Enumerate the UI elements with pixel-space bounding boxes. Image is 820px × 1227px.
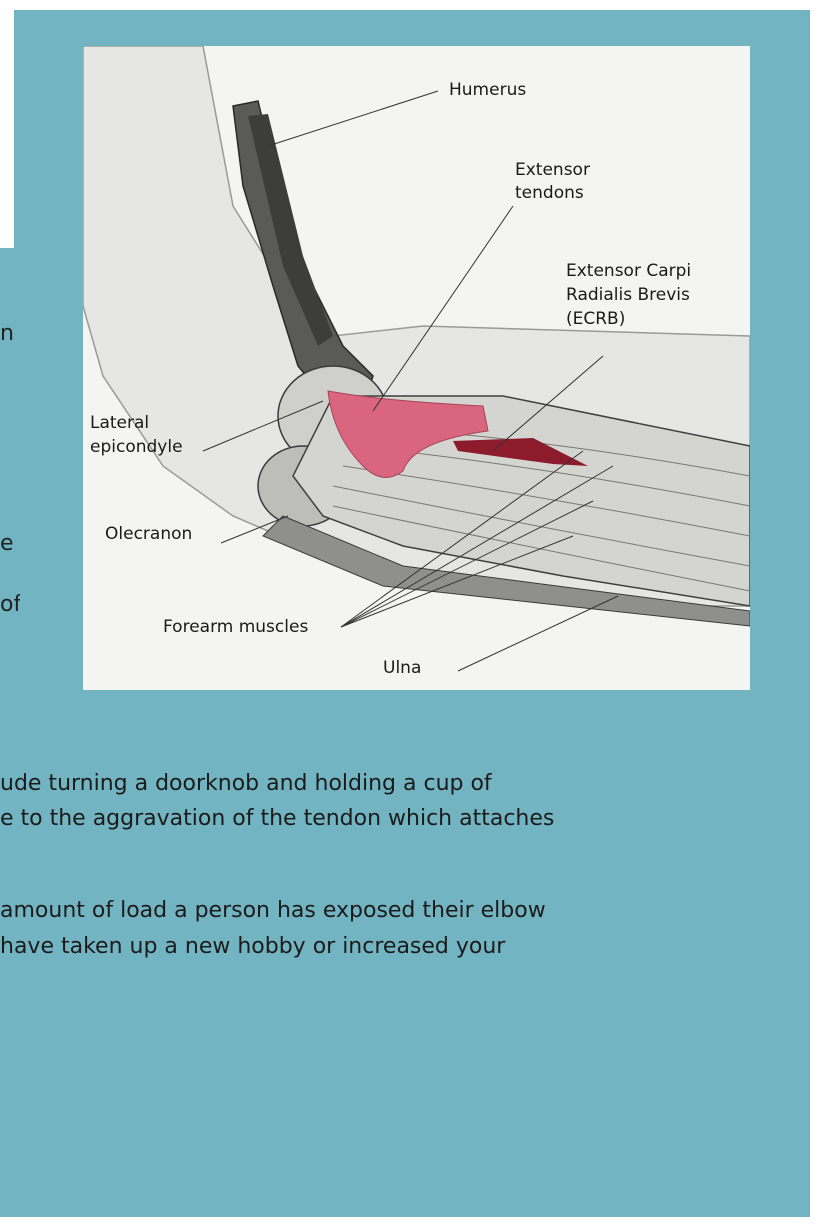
paragraph-line: ude turning a doorknob and holding a cup… bbox=[0, 766, 492, 801]
label-ecrb: Extensor Carpi bbox=[566, 260, 691, 282]
paragraph-line: have taken up a new hobby or increased y… bbox=[0, 929, 505, 964]
label-olecranon: Olecranon bbox=[105, 523, 192, 545]
teal-panel: n e of bbox=[0, 10, 810, 1217]
label-lateral-epicondyle: epicondyle bbox=[90, 436, 183, 458]
label-lateral-epicondyle: Lateral bbox=[90, 412, 149, 434]
elbow-drawing bbox=[83, 46, 750, 690]
paragraph-line: amount of load a person has exposed thei… bbox=[0, 893, 546, 928]
label-extensor-tendons: Extensor bbox=[515, 159, 590, 181]
label-extensor-tendons: tendons bbox=[515, 182, 584, 204]
clipped-text-fragment: e bbox=[0, 532, 20, 556]
clipped-text-fragment: of bbox=[0, 593, 20, 617]
label-forearm-muscles: Forearm muscles bbox=[163, 616, 308, 638]
clipped-text-fragment: n bbox=[0, 322, 20, 346]
label-ecrb: (ECRB) bbox=[566, 308, 625, 330]
label-ulna: Ulna bbox=[383, 657, 421, 679]
elbow-anatomy-illustration: Humerus Extensor tendons Extensor Carpi … bbox=[83, 46, 750, 690]
white-card-edge bbox=[0, 10, 14, 248]
paragraph-line: e to the aggravation of the tendon which… bbox=[0, 801, 554, 836]
label-humerus: Humerus bbox=[449, 79, 526, 101]
label-ecrb: Radialis Brevis bbox=[566, 284, 690, 306]
